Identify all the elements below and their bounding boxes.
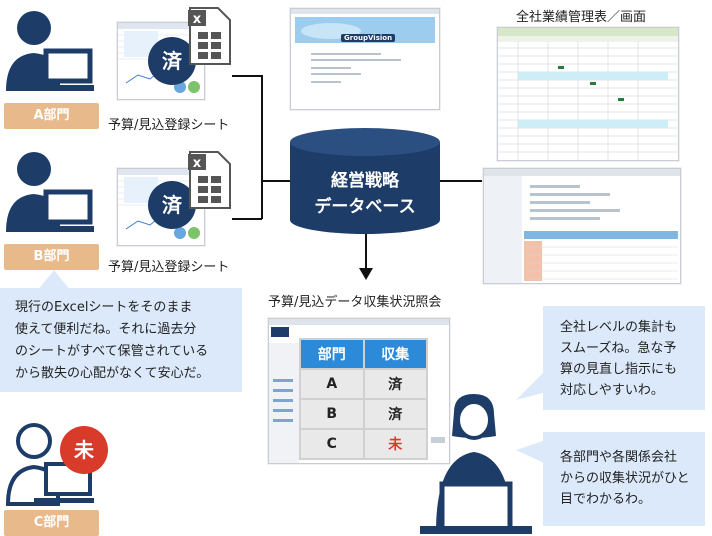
svg-text:x: x: [193, 12, 202, 27]
database-label-1: 経営戦略: [331, 171, 399, 191]
collection-status-table: 部門 収集 A 済 B 済 C 未: [299, 338, 428, 460]
collection-header-dept: 部門: [301, 340, 363, 368]
collection-title: 予算/見込データ収集状況照会: [268, 295, 442, 310]
collection-status-c: 未: [364, 430, 426, 458]
table-row: B 済: [301, 400, 426, 428]
report-screen-thumbnail: [483, 168, 681, 284]
svg-text:x: x: [193, 156, 202, 171]
bubble-right1-line-1: 全社レベルの集計も: [560, 320, 678, 335]
sheet-caption-b: 予算/見込登録シート: [108, 260, 230, 275]
sheet-caption-a: 予算/見込登録シート: [108, 118, 230, 133]
report-spreadsheet-thumbnail: [497, 27, 679, 161]
speech-bubble-right-1: 全社レベルの集計も スムーズね。急な予 算の見直し指示にも 対応しやすいわ。: [543, 306, 705, 410]
bubble-right1-line-2: スムーズね。急な予: [560, 341, 677, 356]
collection-status-a: 済: [364, 370, 426, 398]
speech-bubble-right-2: 各部門や各関係会社 からの収集状況がひと 目でわかるわ。: [543, 432, 705, 526]
table-row: A 済: [301, 370, 426, 398]
bubble-right1-line-3: 算の見直し指示にも: [560, 362, 678, 377]
collection-dept-c: C: [301, 430, 363, 458]
pending-badge: 未: [60, 426, 108, 474]
dept-label-b: B部門: [4, 244, 99, 270]
report-title: 全社業績管理表／画面: [516, 10, 647, 25]
person-a-icon: [6, 11, 94, 91]
bubble-left-line-3: のシートがすべて保管されている: [15, 344, 209, 359]
connector-db-down: [365, 232, 367, 270]
bubble-right1-tail: [516, 370, 546, 400]
bubble-left-tail: [38, 270, 70, 290]
dept-label-a: A部門: [4, 103, 99, 129]
collection-dept-b: B: [301, 400, 363, 428]
collection-dept-a: A: [301, 370, 363, 398]
database-label-2: データベース: [314, 197, 416, 217]
collection-status-b: 済: [364, 400, 426, 428]
connector-db-to-report: [440, 180, 522, 182]
bubble-right1-line-4: 対応しやすいわ。: [560, 383, 664, 398]
login-screen-thumbnail: GroupVision: [290, 8, 440, 110]
arrow-to-status: [359, 268, 373, 280]
excel-file-icon-a: x: [188, 7, 231, 65]
dept-label-c: C部門: [4, 510, 99, 536]
connector-b-h: [232, 218, 262, 220]
bubble-left-line-4: から散失の心配がなくて安心だ。: [15, 366, 210, 381]
login-logo: GroupVision: [341, 34, 396, 42]
table-row: C 未: [301, 430, 426, 458]
collection-header-status: 収集: [364, 340, 426, 368]
bubble-right2-line-1: 各部門や各関係会社: [560, 450, 678, 465]
connector-v: [261, 75, 263, 219]
done-badge-b: 済: [148, 181, 196, 229]
bubble-left-line-2: 使えて便利だね。それに過去分: [15, 322, 197, 337]
manager-woman-icon: [436, 394, 513, 532]
database-cylinder: [290, 128, 440, 234]
bubble-right2-line-3: 目でわかるわ。: [560, 492, 652, 507]
person-b-icon: [6, 152, 94, 232]
laptop-base: [420, 526, 532, 534]
connector-a-h: [232, 75, 262, 77]
bubble-left-line-1: 現行のExcelシートをそのまま: [15, 300, 193, 315]
bubble-right2-line-2: からの収集状況がひと: [560, 471, 690, 486]
speech-bubble-left: 現行のExcelシートをそのまま 使えて便利だね。それに過去分 のシートがすべて…: [0, 288, 242, 392]
person-c-icon: [5, 423, 94, 506]
bubble-right2-tail: [516, 440, 546, 464]
done-badge-a: 済: [148, 37, 196, 85]
excel-file-icon-b: x: [188, 151, 231, 209]
